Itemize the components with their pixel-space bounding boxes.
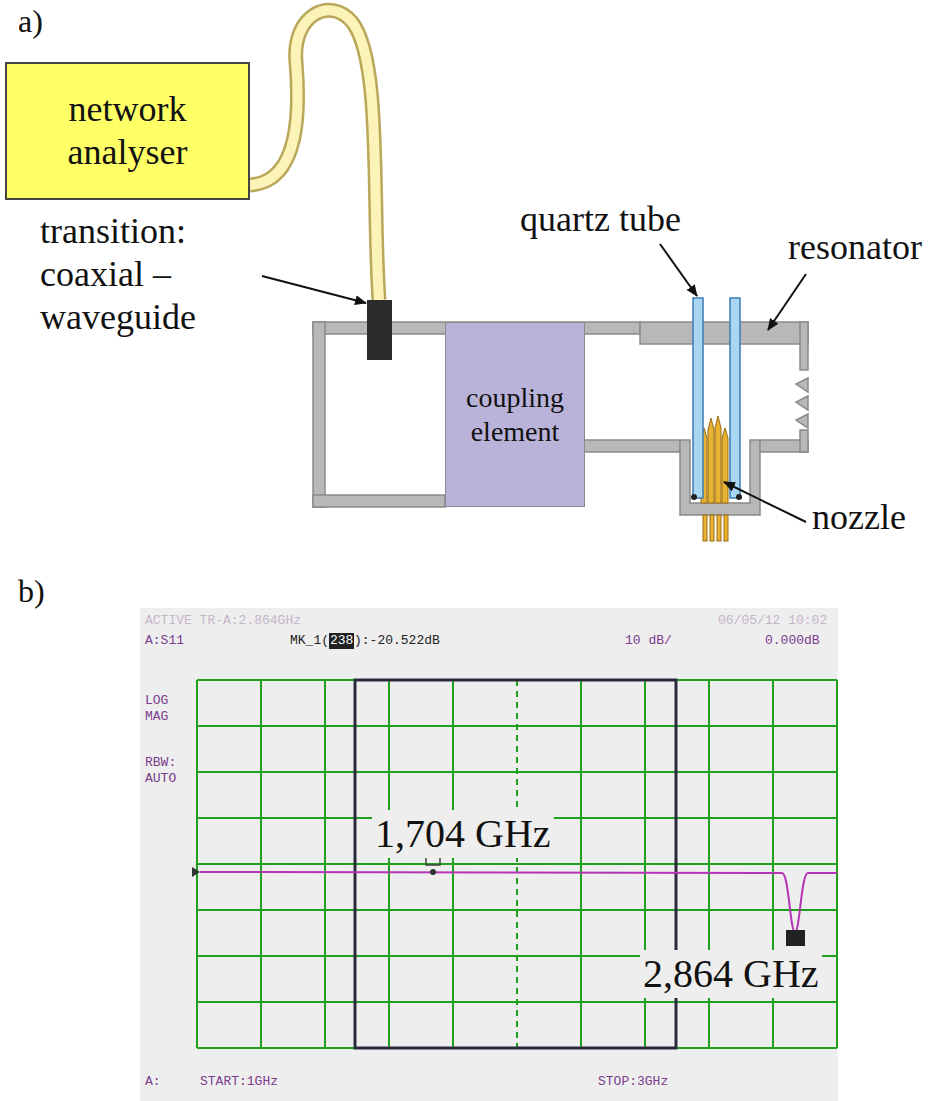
marker-number: 238 <box>329 633 354 649</box>
screen-date: 06/05/12 10:02 <box>718 613 827 629</box>
panel-letter: a) <box>18 2 43 40</box>
coax-transition <box>367 300 392 360</box>
cable <box>250 10 379 300</box>
screen-background <box>140 608 838 1101</box>
part-name: nozzle <box>812 496 906 539</box>
labelled-box: coupling element <box>445 322 585 507</box>
part-name: resonator <box>788 226 922 269</box>
box-text: coupling element <box>452 381 578 449</box>
leader-lines <box>262 244 806 522</box>
screen-window <box>355 680 676 1048</box>
quartz-tube-symbol <box>691 298 742 500</box>
screen-stop: STOP:3GHz <box>598 1074 668 1090</box>
cable-outline <box>250 10 379 300</box>
screen-bandwidth: RBW: AUTO <box>145 755 197 787</box>
screen-status: ACTIVE TR-A:2.864GHz <box>145 613 301 629</box>
frequency-label: 1,704 GHz <box>372 810 554 858</box>
screen-format: LOG MAG <box>145 693 184 725</box>
frequency-label: 2,864 GHz <box>640 950 822 998</box>
s11-trace <box>200 872 837 932</box>
part-name: quartz tube <box>520 198 681 241</box>
screen-channel: A: <box>145 1074 161 1090</box>
panel-letter: b) <box>18 572 45 610</box>
marker-readout: MK_1( <box>290 633 329 649</box>
screen-start: START:1GHz <box>200 1074 278 1090</box>
screen-grid <box>197 680 837 1048</box>
nozzle-symbol <box>701 416 728 541</box>
labelled-box: network analyser <box>5 62 250 200</box>
marker-symbol <box>426 851 805 946</box>
screen-reference: 0.000dB <box>765 633 820 649</box>
marker-readout: ):-20.522dB <box>354 633 440 649</box>
screen-scale: 10 dB/ <box>625 633 672 649</box>
box-text: network analyser <box>17 88 238 174</box>
reference-mark <box>192 867 200 877</box>
part-name: transition: coaxial – waveguide <box>40 210 275 339</box>
screen-parameter: A:S11 <box>145 633 184 649</box>
